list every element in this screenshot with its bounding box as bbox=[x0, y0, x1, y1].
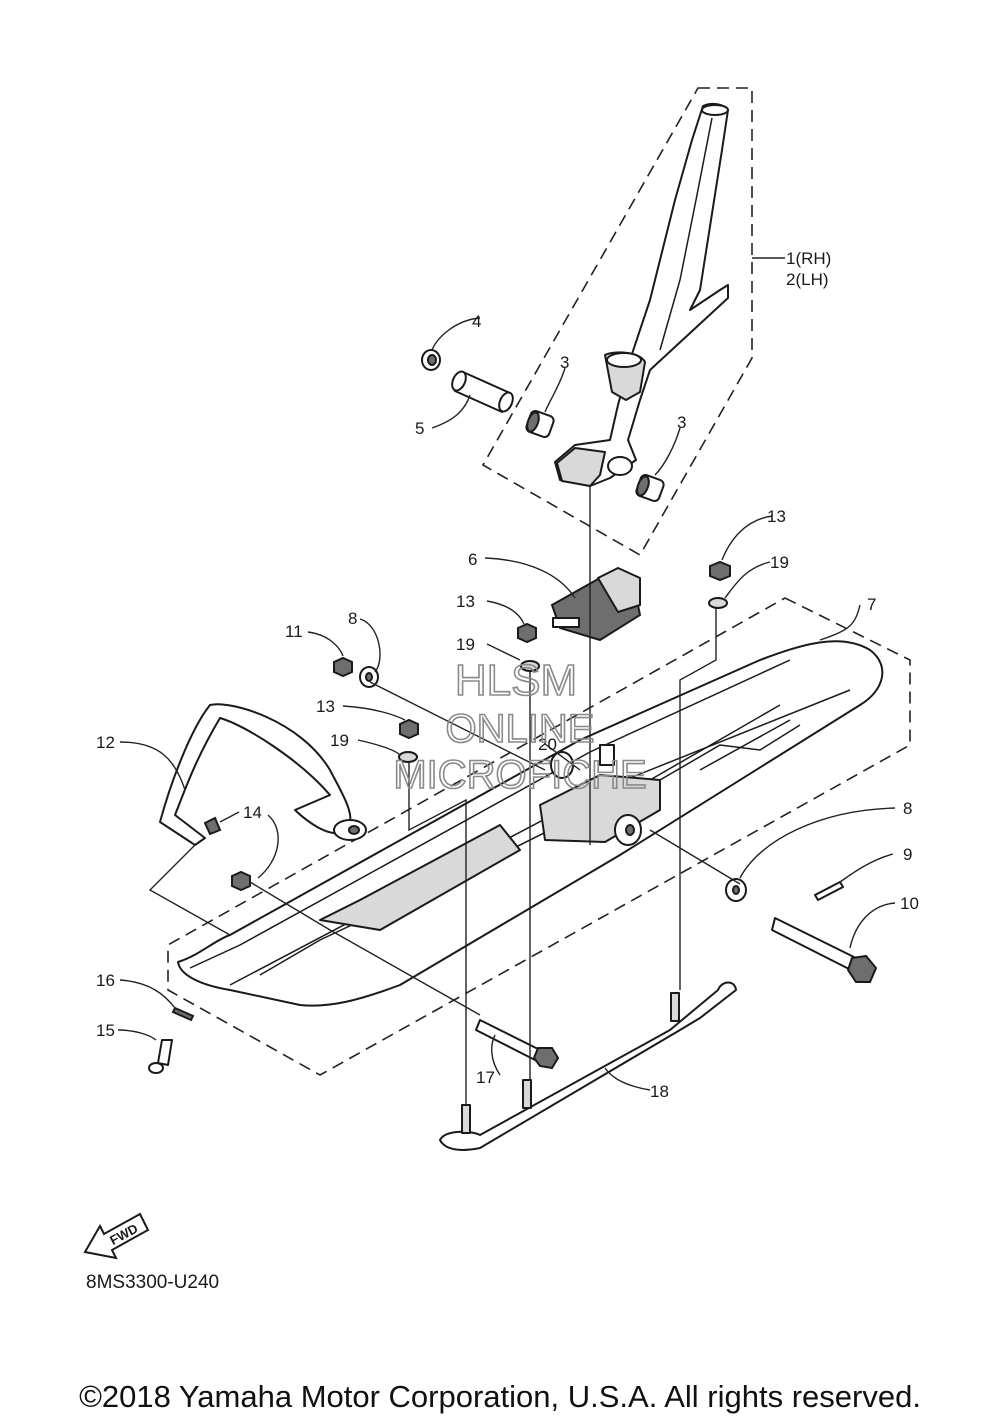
washer-19-left bbox=[398, 751, 418, 763]
fwd-arrow-icon: FWD bbox=[83, 1212, 150, 1260]
callout-14: 14 bbox=[243, 803, 262, 822]
callout-16: 16 bbox=[96, 971, 115, 990]
callout-8a: 8 bbox=[348, 609, 357, 628]
stopper-6 bbox=[550, 567, 642, 642]
copyright: ©2018 Yamaha Motor Corporation, U.S.A. A… bbox=[79, 1379, 921, 1414]
bushing-3-left bbox=[525, 409, 555, 439]
callout-10: 10 bbox=[900, 894, 919, 913]
callout-labels: 1(RH) 2(LH) 3 3 4 5 6 7 8 8 9 10 11 12 1… bbox=[96, 249, 919, 1101]
part-code: 8MS3300-U240 bbox=[86, 1272, 219, 1293]
callout-3a: 3 bbox=[560, 353, 569, 372]
nut-13-left bbox=[399, 718, 419, 740]
washer-8-right bbox=[725, 878, 747, 902]
handle-12 bbox=[159, 703, 367, 846]
washer-16 bbox=[171, 1006, 195, 1022]
runner-18 bbox=[439, 981, 737, 1151]
callout-15: 15 bbox=[96, 1021, 115, 1040]
nut-14 bbox=[231, 870, 251, 892]
nut-13-mid bbox=[517, 622, 537, 644]
watermark-line-3: MICROFICHE bbox=[393, 753, 646, 797]
bushing-3-right bbox=[635, 473, 665, 503]
washer-19-top bbox=[708, 597, 728, 609]
nut-11 bbox=[333, 656, 353, 678]
clip-14 bbox=[203, 816, 222, 836]
callout-5: 5 bbox=[415, 419, 424, 438]
spindle-part bbox=[554, 102, 729, 487]
bolt-17 bbox=[475, 1019, 560, 1070]
callout-11: 11 bbox=[285, 622, 303, 641]
callout-13a: 13 bbox=[767, 507, 786, 526]
callout-13b: 13 bbox=[456, 592, 475, 611]
callout-2: 2(LH) bbox=[786, 270, 829, 289]
callout-4: 4 bbox=[472, 312, 481, 331]
callout-3b: 3 bbox=[677, 413, 686, 432]
washer-8-left bbox=[359, 666, 379, 688]
watermark-line-2: ONLINE bbox=[446, 707, 595, 751]
bolt-15 bbox=[148, 1039, 173, 1074]
callout-13c: 13 bbox=[316, 697, 335, 716]
washer-4 bbox=[421, 349, 441, 371]
bolt-10 bbox=[771, 917, 878, 983]
callout-19a: 19 bbox=[770, 553, 789, 572]
callout-12: 12 bbox=[96, 733, 115, 752]
callout-17: 17 bbox=[476, 1068, 495, 1087]
watermark-line-1: HLSM bbox=[455, 656, 577, 705]
watermark: HLSM ONLINE MICROFICHE bbox=[393, 655, 648, 798]
callout-6: 6 bbox=[468, 550, 477, 569]
callout-8b: 8 bbox=[903, 799, 912, 818]
spindle-group-outline bbox=[481, 87, 753, 557]
callout-20: 20 bbox=[538, 735, 557, 754]
leader-lines bbox=[117, 257, 896, 1105]
ski-group-outline bbox=[167, 597, 911, 1076]
callout-19c: 19 bbox=[330, 731, 349, 750]
callout-9: 9 bbox=[903, 845, 912, 864]
callout-19b: 19 bbox=[456, 635, 475, 654]
callout-7: 7 bbox=[867, 595, 876, 614]
pin-5 bbox=[451, 370, 514, 413]
callout-1: 1(RH) bbox=[786, 249, 831, 268]
pin-9 bbox=[814, 881, 844, 901]
nut-13-top bbox=[709, 560, 731, 582]
callout-18: 18 bbox=[650, 1082, 669, 1101]
